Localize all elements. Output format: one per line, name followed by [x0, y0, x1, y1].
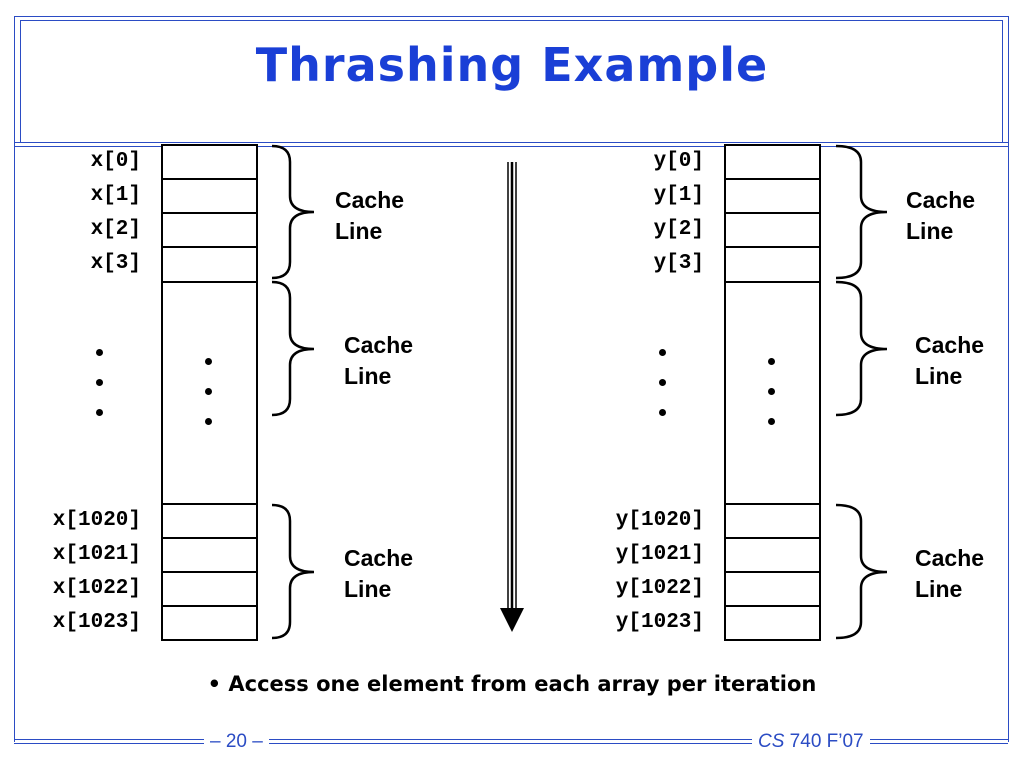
- x-cell: [161, 246, 258, 283]
- y-label-3: y[3]: [653, 252, 704, 275]
- y-brace-1: [835, 144, 888, 280]
- y-ellipsis-dot: [659, 379, 666, 386]
- x-label-2: x[2]: [90, 218, 141, 241]
- y-label-1022: y[1022]: [615, 577, 704, 600]
- x-cache-line-label-2: Cache Line: [344, 330, 413, 392]
- y-cell: [724, 246, 821, 283]
- line-word: Line: [344, 363, 392, 389]
- y-ellipsis-dot: [659, 409, 666, 416]
- y-cache-line-label-3: Cache Line: [915, 543, 984, 605]
- line-word: Line: [344, 576, 392, 602]
- frame-right-line-inner: [1002, 20, 1003, 142]
- y-cell: [724, 605, 821, 641]
- cache-word: Cache: [915, 332, 985, 358]
- bullet-text: • Access one element from each array per…: [207, 672, 817, 696]
- line-word: Line: [906, 218, 954, 244]
- y-label-1: y[1]: [653, 184, 704, 207]
- line-word: Line: [915, 576, 963, 602]
- y-brace-3: [835, 503, 888, 640]
- y-label-1023: y[1023]: [615, 611, 704, 634]
- line-word: Line: [915, 363, 963, 389]
- y-cache-line-label-2: Cache Line: [915, 330, 984, 392]
- x-cell: [161, 605, 258, 641]
- y-label-2: y[2]: [653, 218, 704, 241]
- y-label-1021: y[1021]: [615, 543, 704, 566]
- y-ellipsis-dot: [768, 358, 775, 365]
- cache-word: Cache: [335, 187, 405, 213]
- cache-word: Cache: [344, 545, 414, 571]
- footer-page-number: – 20 –: [204, 731, 269, 753]
- x-label-1023: x[1023]: [52, 611, 141, 634]
- x-brace-1: [271, 144, 315, 280]
- y-brace-2: [835, 280, 888, 417]
- x-cache-line-label-1: Cache Line: [335, 185, 404, 247]
- y-ellipsis-dot: [768, 388, 775, 395]
- slide-title: Thrashing Example: [255, 38, 769, 92]
- x-brace-3: [271, 503, 315, 640]
- x-cache-line-label-3: Cache Line: [344, 543, 413, 605]
- y-label-0: y[0]: [653, 150, 704, 173]
- frame-left-line-inner: [20, 20, 21, 142]
- x-label-1022: x[1022]: [52, 577, 141, 600]
- frame-left-line: [14, 16, 15, 742]
- x-ellipsis-dot: [96, 349, 103, 356]
- x-brace-2: [271, 280, 315, 417]
- title-separator-line: [14, 142, 1008, 143]
- line-word: Line: [335, 218, 383, 244]
- cache-word: Cache: [344, 332, 414, 358]
- footer-line-2: [14, 743, 1008, 744]
- frame-right-line: [1008, 16, 1009, 742]
- x-ellipsis-dot: [205, 418, 212, 425]
- frame-top-line: [14, 16, 1008, 17]
- x-label-3: x[3]: [90, 252, 141, 275]
- cache-word: Cache: [906, 187, 976, 213]
- y-ellipsis-dot: [659, 349, 666, 356]
- x-ellipsis-dot: [205, 388, 212, 395]
- frame-top-line-inner: [20, 20, 1002, 21]
- footer-line: [14, 739, 1008, 740]
- footer-course-prefix: CS: [758, 731, 785, 752]
- x-label-1020: x[1020]: [52, 509, 141, 532]
- arrow-head: [500, 608, 524, 632]
- x-ellipsis-dot: [96, 379, 103, 386]
- x-label-1021: x[1021]: [52, 543, 141, 566]
- x-label-1: x[1]: [90, 184, 141, 207]
- x-ellipsis-dot: [205, 358, 212, 365]
- cache-word: Cache: [915, 545, 985, 571]
- y-label-1020: y[1020]: [615, 509, 704, 532]
- y-cache-line-label-1: Cache Line: [906, 185, 975, 247]
- x-label-0: x[0]: [90, 150, 141, 173]
- title-separator-line-2: [14, 146, 1008, 147]
- footer-course-rest: 740 F’07: [784, 731, 864, 752]
- y-ellipsis-dot: [768, 418, 775, 425]
- x-ellipsis-dot: [96, 409, 103, 416]
- footer-course: CS 740 F’07: [752, 731, 870, 753]
